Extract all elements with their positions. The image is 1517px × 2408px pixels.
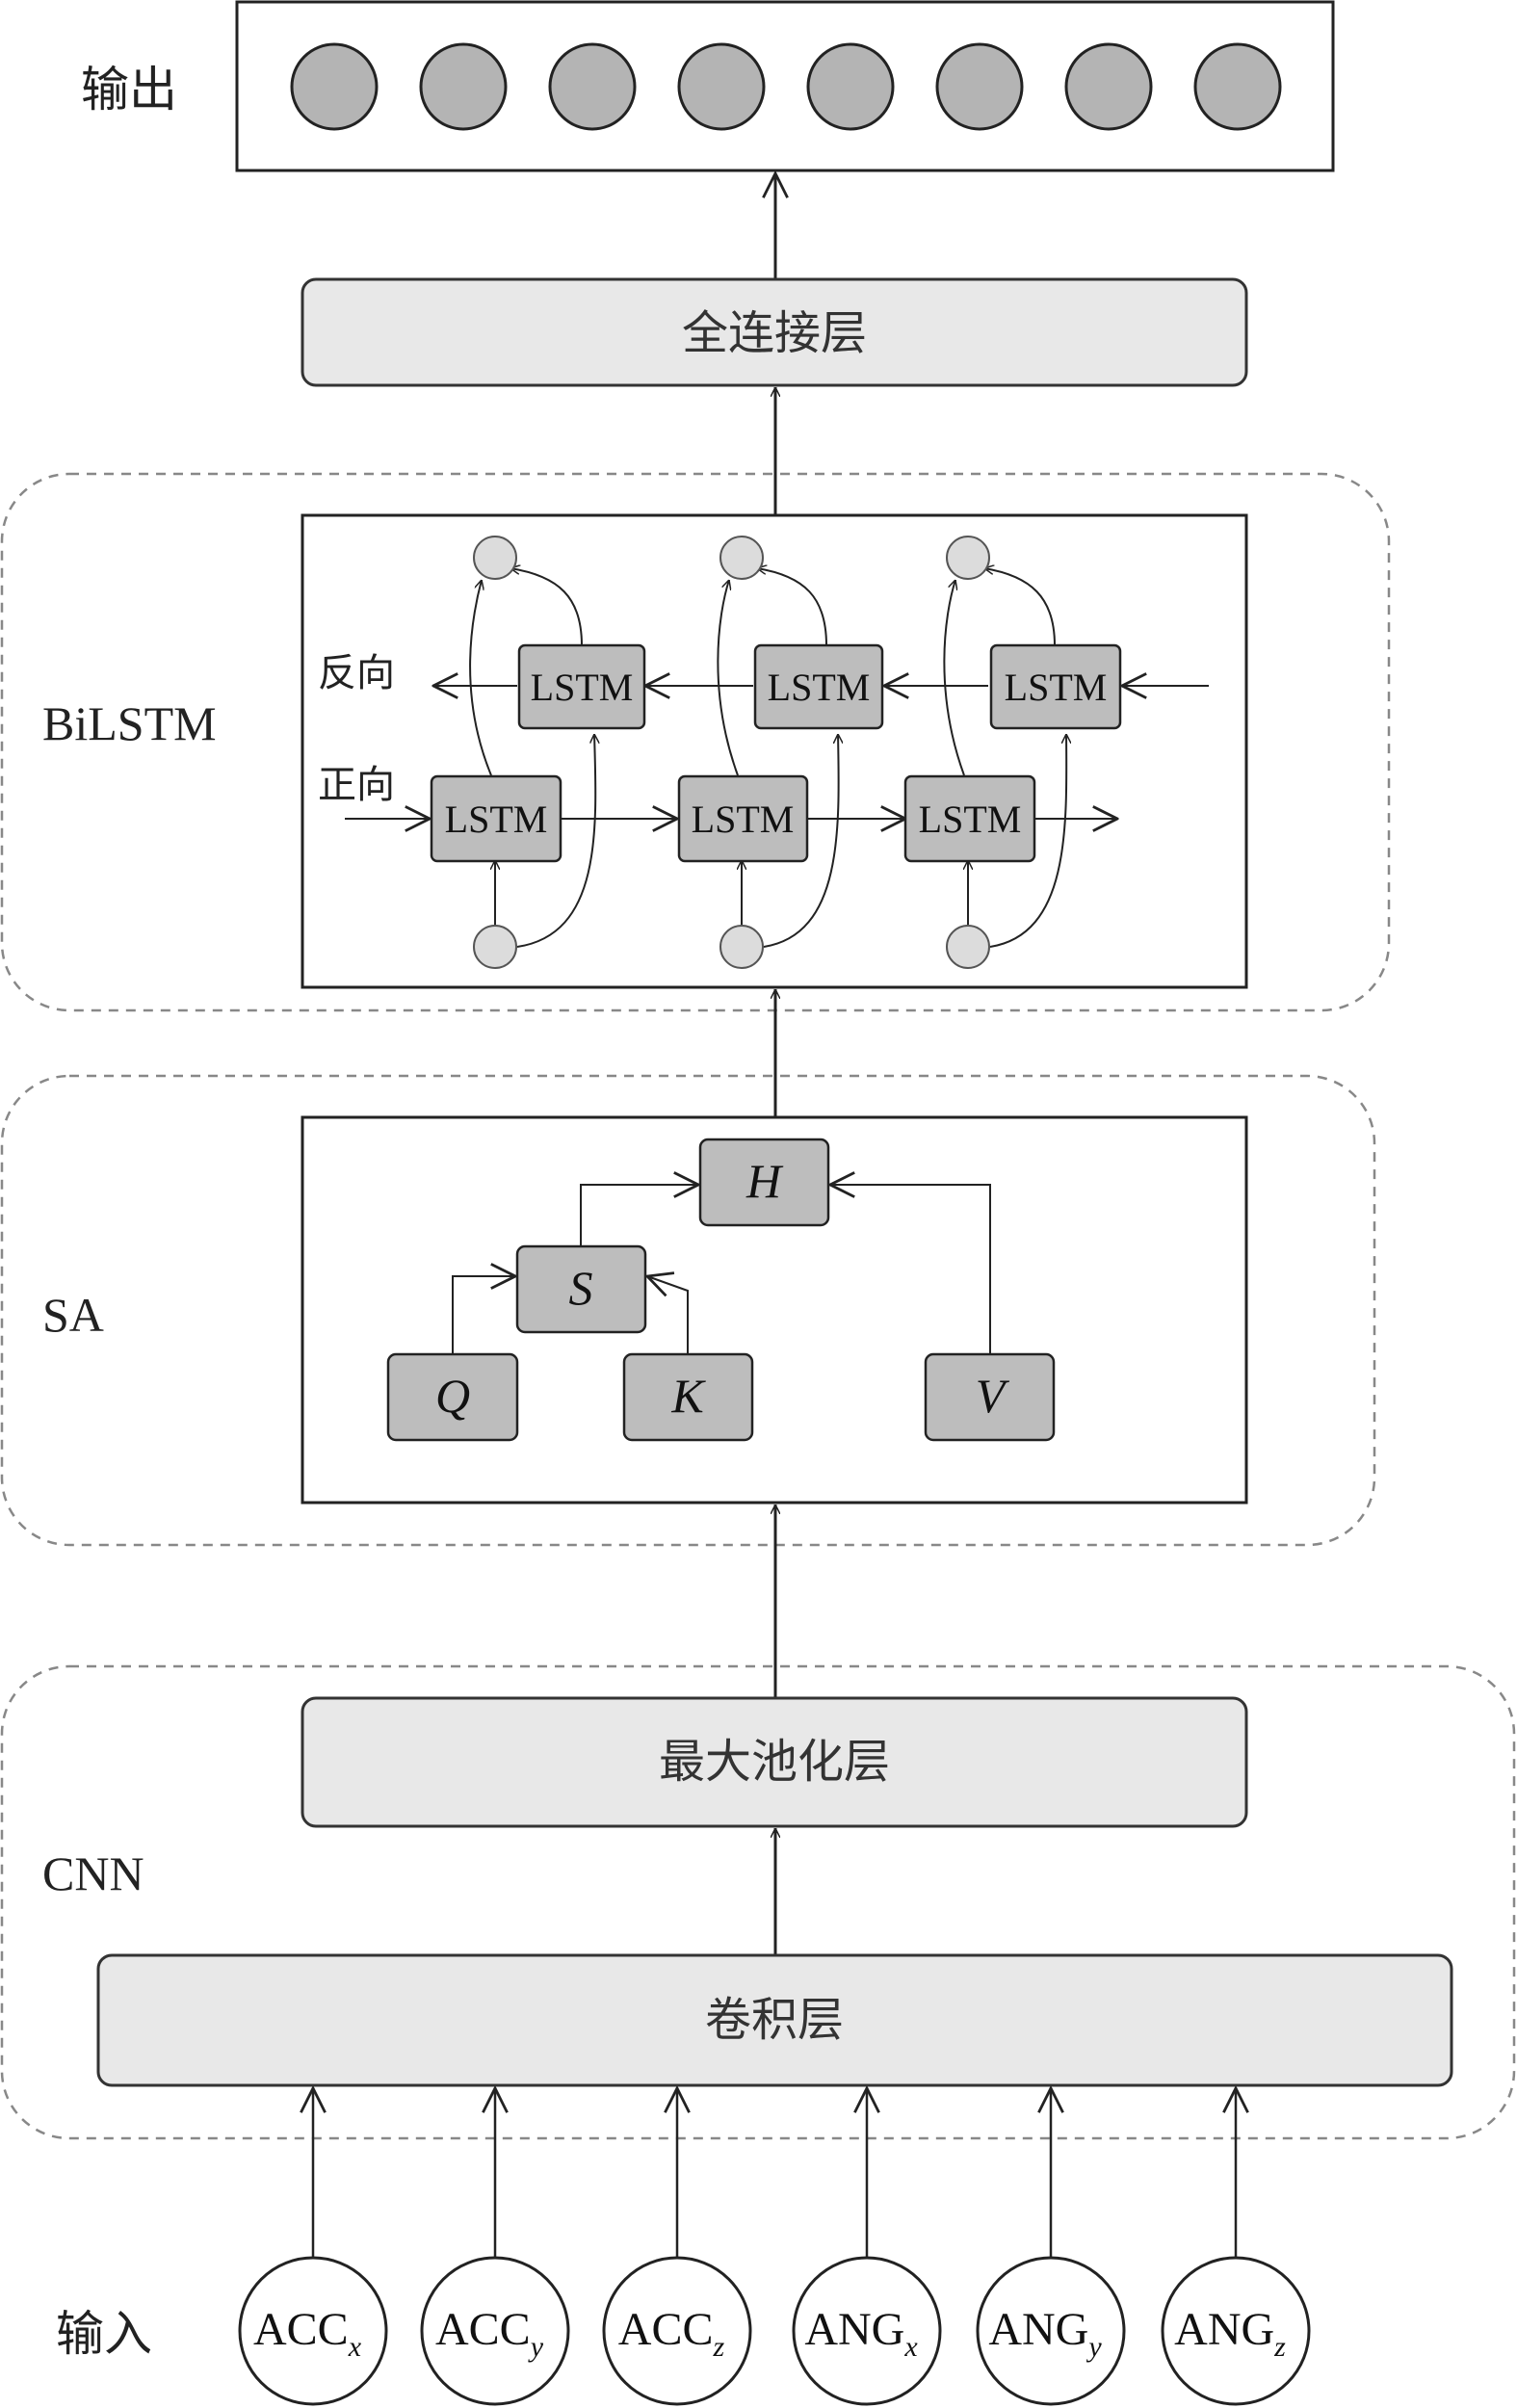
bilstm-input-node-2	[719, 925, 764, 969]
bilstm-output-node-2	[719, 536, 764, 580]
bilstm-input-node-3	[946, 925, 990, 969]
output-node	[548, 42, 637, 131]
input-node	[976, 2256, 1126, 2406]
output-node	[935, 42, 1024, 131]
fully-connected-box	[301, 277, 1248, 387]
cnn-dashed-group	[0, 1664, 1516, 2140]
forward-lstm-to-output-path	[469, 580, 492, 776]
convolution-text: 卷积层	[705, 1995, 844, 2046]
input-node	[792, 2256, 942, 2406]
lstm-backward-1	[517, 643, 646, 730]
sa-node-k-text: K	[670, 1369, 706, 1423]
convolution-box	[96, 1953, 1453, 2087]
output-section: 输出	[81, 0, 1335, 172]
input-to-backward-lstm-path	[989, 734, 1066, 948]
input-section: 输入 ACCx ACCy ACCz ANGx ANGy ANGz	[56, 2088, 1311, 2406]
bilstm-output-node-1	[473, 536, 517, 580]
fully-connected-layer: 全连接层	[301, 277, 1248, 387]
lstm-forward-1	[430, 774, 562, 863]
output-node	[1193, 42, 1282, 131]
v-to-h-connector	[830, 1185, 991, 1353]
bilstm-timestep-1: LSTM LSTM	[430, 536, 646, 969]
fully-connected-text: 全连接层	[682, 308, 867, 359]
input-node	[602, 2256, 752, 2406]
bilstm-dashed-group	[0, 472, 1391, 1012]
sa-node-s-text: S	[569, 1261, 593, 1315]
max-pooling-text: 最大池化层	[659, 1737, 890, 1788]
input-to-backward-lstm-path	[516, 734, 595, 948]
output-label: 输出	[81, 63, 177, 117]
sa-dashed-group	[0, 1074, 1376, 1547]
backward-lstm-to-output-path	[510, 568, 583, 646]
output-node	[1064, 42, 1153, 131]
input-node-label: ANGz	[1174, 2304, 1286, 2363]
output-node	[290, 42, 379, 131]
sa-section: SA H S Q K V	[0, 1074, 1376, 1547]
input-node-label: ACCz	[618, 2304, 725, 2363]
bilstm-box	[301, 513, 1248, 989]
input-node-label: ACCy	[435, 2304, 544, 2363]
output-node	[806, 42, 895, 131]
sa-node-s	[515, 1244, 647, 1334]
sa-label: SA	[42, 1288, 104, 1342]
input-node-label: ANGy	[988, 2304, 1102, 2363]
input-node-label: ACCx	[253, 2304, 362, 2363]
forward-lstm-to-output-path	[943, 580, 965, 776]
input-label: 输入	[56, 2307, 152, 2361]
input-node	[420, 2256, 570, 2406]
output-node	[677, 42, 766, 131]
sa-node-h-text: H	[745, 1154, 784, 1208]
lstm-forward-1-text: LSTM	[445, 798, 548, 841]
lstm-backward-1-text: LSTM	[531, 666, 634, 709]
sa-node-k	[622, 1352, 754, 1442]
lstm-forward-2	[677, 774, 809, 863]
bilstm-timestep-2: LSTM LSTM	[677, 536, 884, 969]
input-node	[1161, 2256, 1311, 2406]
backward-lstm-to-output-path	[984, 568, 1056, 646]
backward-label: 反向	[318, 651, 395, 694]
max-pooling-box	[301, 1696, 1248, 1828]
backward-lstm-to-output-path	[757, 568, 827, 646]
lstm-backward-3	[989, 643, 1122, 730]
input-node	[238, 2256, 388, 2406]
input-to-backward-lstm-path	[763, 734, 839, 948]
bilstm-timestep-3: LSTM LSTM	[903, 536, 1122, 969]
cnn-section: CNN 最大池化层 卷积层	[0, 1664, 1516, 2140]
s-to-h-connector	[580, 1185, 698, 1247]
input-node-label: ANGx	[804, 2304, 918, 2363]
forward-label: 正向	[318, 763, 395, 806]
lstm-backward-3-text: LSTM	[1005, 666, 1108, 709]
input-nodes: ACCx ACCy ACCz ANGx ANGy ANGz	[238, 2088, 1311, 2406]
sa-node-q-text: Q	[435, 1369, 470, 1423]
lstm-forward-3-text: LSTM	[919, 798, 1022, 841]
sa-node-h	[698, 1138, 830, 1227]
lstm-forward-2-text: LSTM	[692, 798, 795, 841]
sa-node-q	[386, 1352, 519, 1442]
sa-node-v-text: V	[976, 1369, 1010, 1423]
bilstm-output-node-3	[946, 536, 990, 580]
output-box	[235, 0, 1335, 172]
output-node	[419, 42, 508, 131]
lstm-forward-3	[903, 774, 1036, 863]
q-to-s-connector	[452, 1276, 515, 1353]
lstm-backward-2	[753, 643, 884, 730]
bilstm-input-node-1	[473, 925, 517, 969]
forward-lstm-to-output-path	[717, 580, 739, 776]
k-to-s-connector	[647, 1276, 689, 1353]
bilstm-label: BiLSTM	[42, 696, 217, 750]
cnn-label: CNN	[42, 1846, 144, 1900]
output-nodes	[290, 42, 1282, 131]
sa-node-v	[924, 1352, 1056, 1442]
lstm-backward-2-text: LSTM	[768, 666, 871, 709]
bilstm-section: BiLSTM 反向 正向 LSTM LSTM	[0, 472, 1391, 1012]
